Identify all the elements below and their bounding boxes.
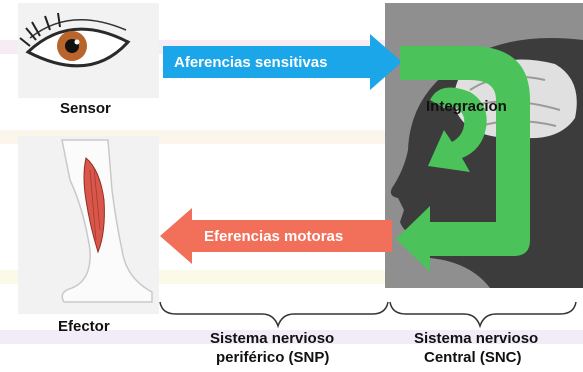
afferent-label: Aferencias sensitivas [174, 54, 328, 71]
afferent-arrow [163, 34, 402, 90]
efferent-label: Eferencias motoras [204, 228, 344, 245]
snp-label-line2: periférico (SNP) [216, 349, 330, 366]
integration-label: Integracion [426, 98, 507, 115]
snc-bracket [389, 301, 577, 329]
snp-bracket [159, 301, 389, 329]
integration-loop [396, 46, 530, 272]
sensor-label: Sensor [60, 100, 111, 117]
eye-icon [19, 12, 131, 68]
snc-label-line2: Central (SNC) [424, 349, 522, 366]
background-stripe [0, 330, 583, 344]
leg-icon [61, 139, 153, 303]
efferent-arrow [160, 208, 392, 264]
efector-label: Efector [58, 318, 110, 335]
snc-label-line1: Sistema nervioso [414, 330, 539, 347]
snp-label-line1: Sistema nervioso [210, 330, 335, 347]
